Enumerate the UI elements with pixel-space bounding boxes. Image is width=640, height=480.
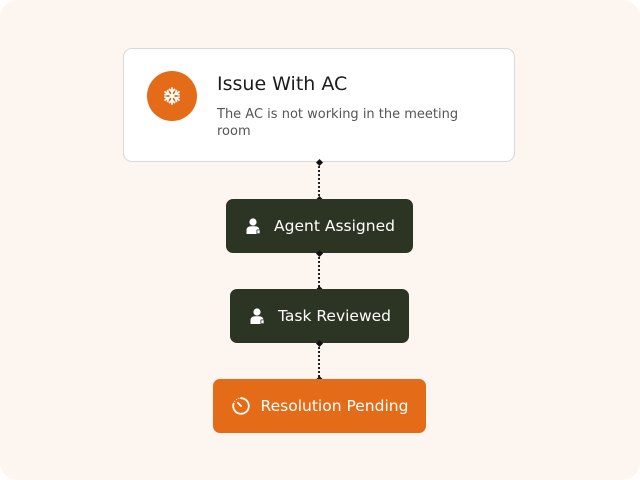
step-label: Resolution Pending [260, 397, 409, 415]
connector-line [318, 162, 320, 199]
issue-card[interactable]: Issue With AC The AC is not working in t… [123, 48, 515, 162]
step-label: Task Reviewed [277, 307, 392, 325]
step-task-reviewed[interactable]: Task Reviewed [230, 289, 409, 343]
pending-clock-icon [231, 396, 251, 416]
step-agent-assigned[interactable]: Agent Assigned [226, 199, 413, 253]
person-icon [244, 216, 264, 236]
snowflake-icon [147, 71, 197, 121]
connector-line [318, 343, 320, 379]
step-label: Agent Assigned [274, 217, 395, 235]
person-icon [248, 306, 268, 326]
connector-line [318, 253, 320, 289]
issue-title: Issue With AC [217, 73, 348, 95]
step-resolution-pending[interactable]: Resolution Pending [213, 379, 426, 433]
issue-description: The AC is not working in the meeting roo… [217, 107, 459, 139]
